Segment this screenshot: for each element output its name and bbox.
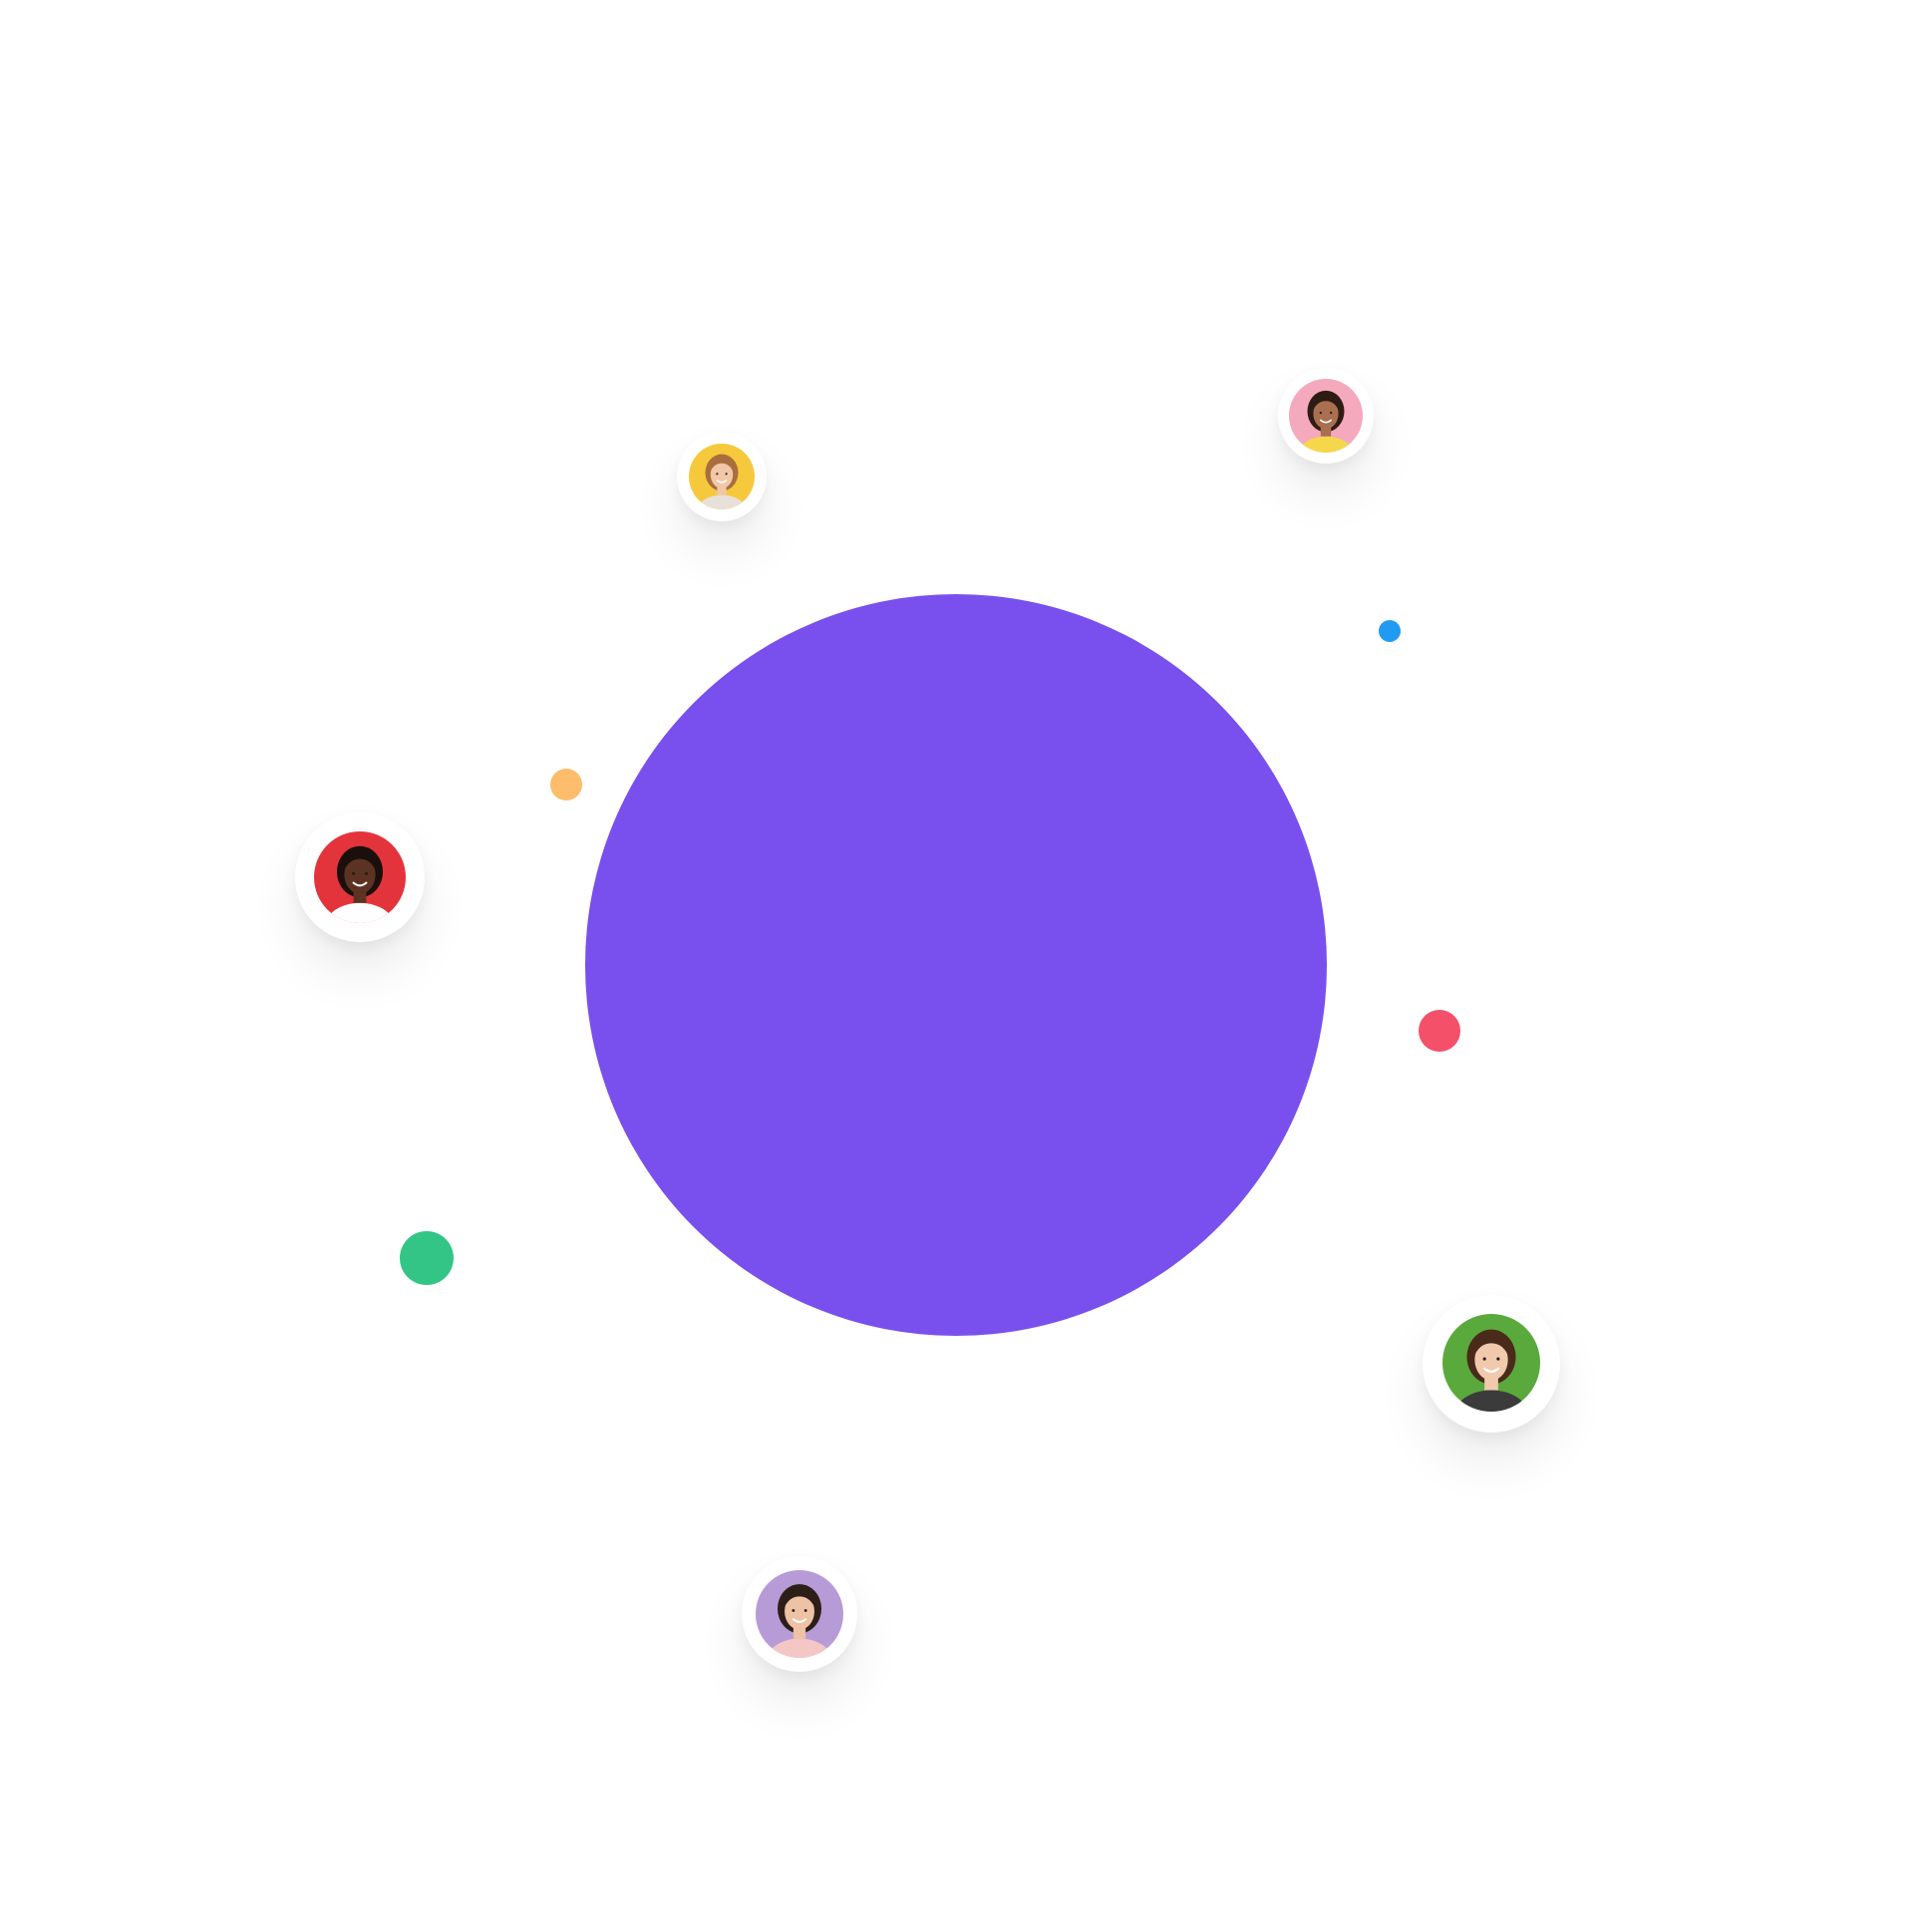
portrait-graphic [314,831,406,923]
portrait-graphic [1442,1314,1540,1412]
portrait-graphic [756,1570,843,1658]
portrait-graphic [1289,379,1363,453]
orange-dot [550,769,582,801]
green-dot [400,1231,454,1285]
red-dot [1419,1010,1460,1052]
woman-curly-avatar [1289,379,1363,453]
central-purple-circle [585,594,1327,1336]
man-smile-avatar [756,1570,843,1658]
portrait-graphic [689,444,755,509]
woman-blonde-avatar [689,444,755,509]
blue-dot [1379,620,1401,642]
man-beard-avatar [314,831,406,923]
woman-brunette-avatar [1442,1314,1540,1412]
